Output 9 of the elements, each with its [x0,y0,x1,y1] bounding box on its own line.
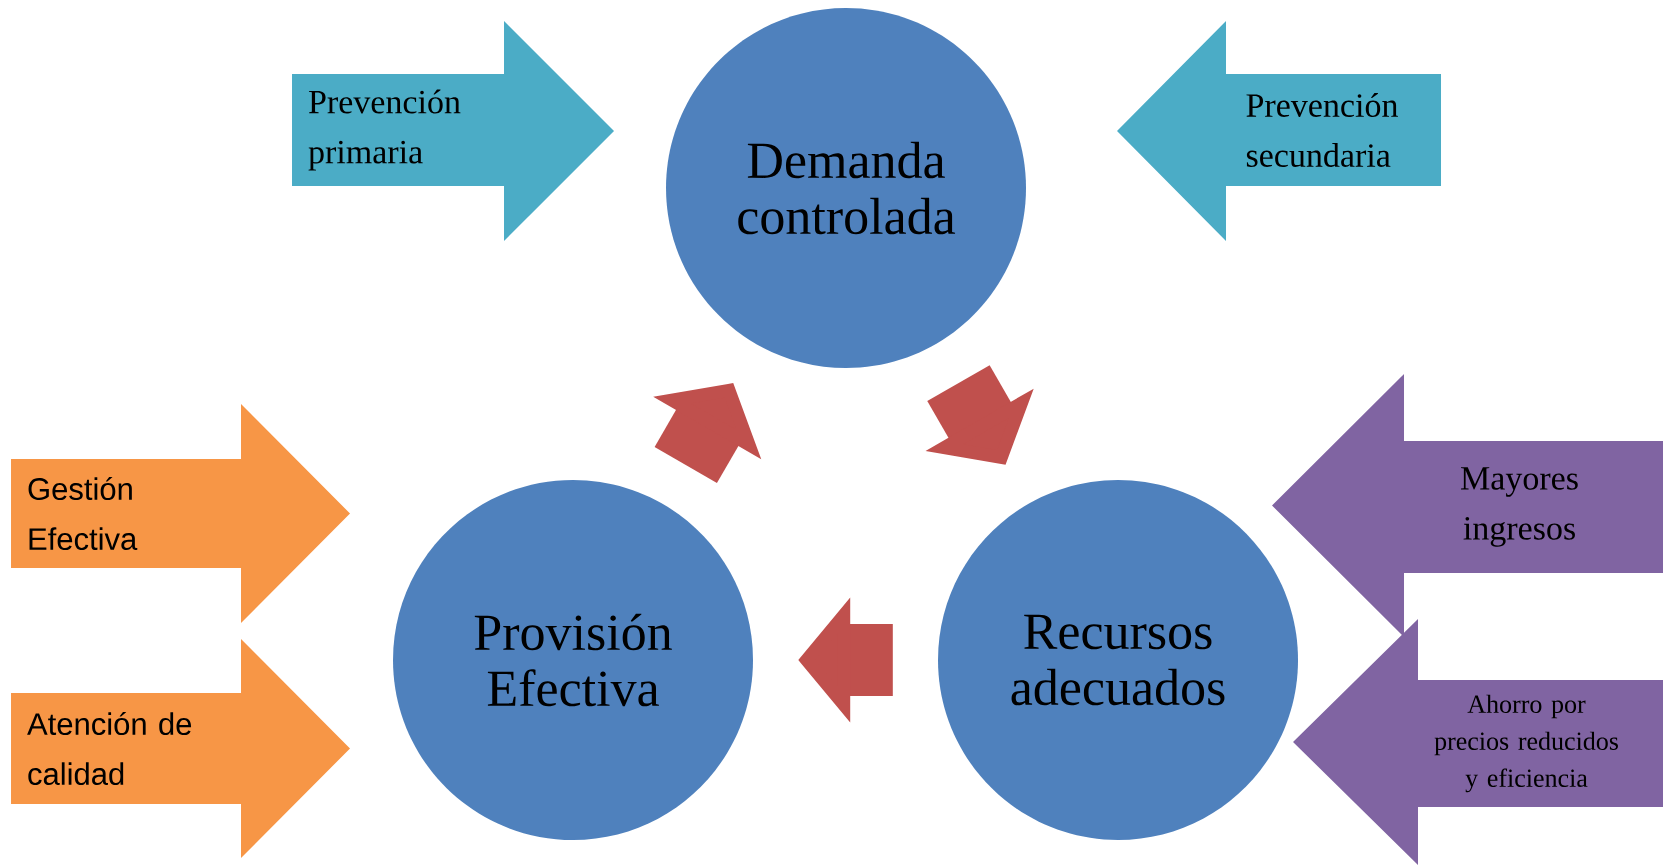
circle-node: Demanda controlada [666,8,1026,368]
pointer-box: Gestión Efectiva [11,404,350,623]
pointer-box: Ahorro por precios reducidos y eficiencia [1293,619,1663,865]
pointer-box: Prevención primaria [292,21,614,241]
pointer-box: Mayores ingresos [1272,374,1663,637]
pointer-box: Prevención secundaria [1117,21,1441,241]
circle-node: Provisión Efectiva [393,480,753,840]
circle-node: Recursos adecuados [938,480,1298,840]
pointer-box: Atención de calidad [11,639,350,858]
